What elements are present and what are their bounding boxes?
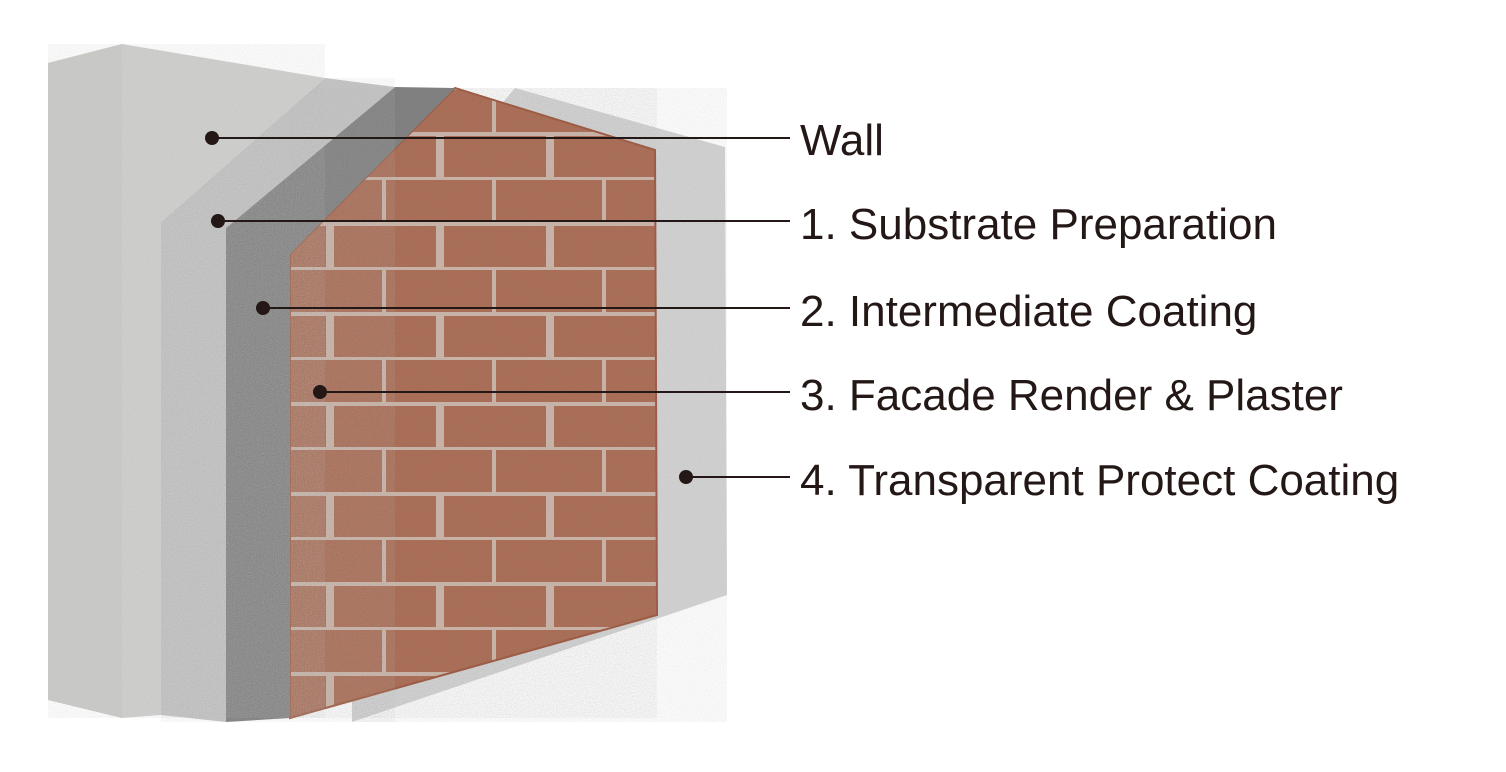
substrate-preparation-layer [161,78,395,722]
render-label: 3. Facade Render & Plaster [800,371,1343,420]
wall-block [48,44,325,718]
substrate-label: 1. Substrate Preparation [800,200,1277,249]
facade-render-layer [289,86,659,720]
intermediate-coating-layer [226,87,455,722]
protect-label: 4. Transparent Protect Coating [800,456,1399,505]
wall-label: Wall [800,116,884,165]
layer-labels: Wall 1. Substrate Preparation 2. Intermedi… [205,116,1399,505]
intermediate-label: 2. Intermediate Coating [800,287,1257,336]
